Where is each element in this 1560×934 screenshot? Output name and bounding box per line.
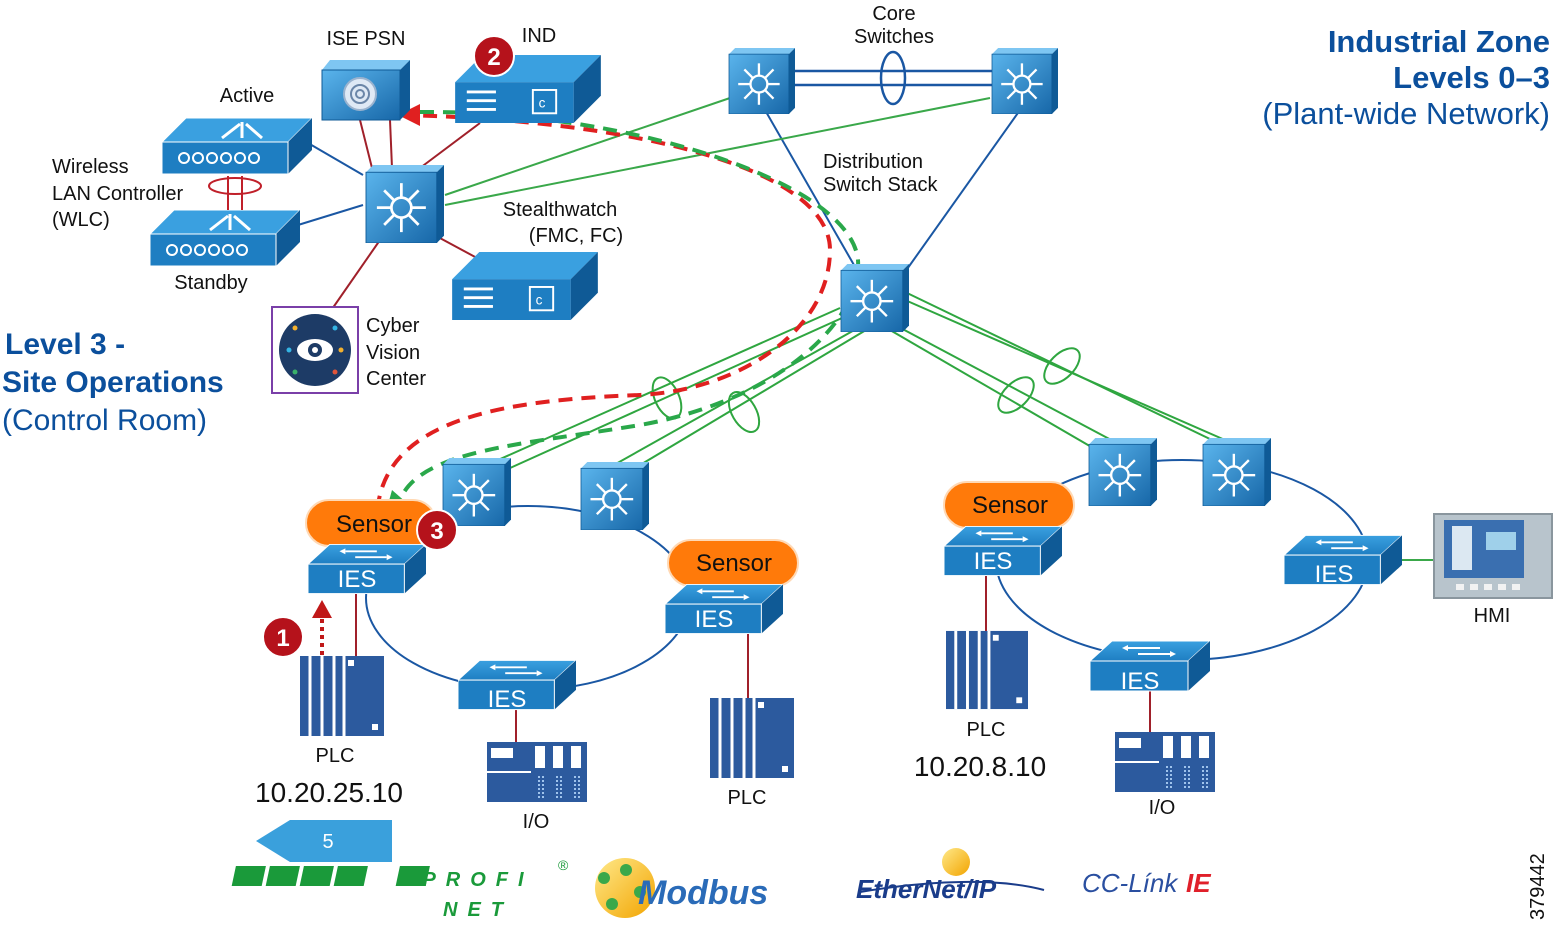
hmi-panel[interactable]: [1433, 513, 1553, 599]
ise-psn[interactable]: [321, 60, 410, 121]
back-arrow-button[interactable]: 5: [256, 820, 392, 862]
modbus-logo: Modbus: [595, 858, 768, 918]
plc-right[interactable]: [946, 630, 1028, 710]
svg-text:(Control Room): (Control Room): [2, 404, 207, 437]
cclink-ie-logo: CC-Línk IE: [1082, 868, 1211, 898]
svg-text:1: 1: [276, 625, 289, 652]
plc-middle-label: PLC: [728, 787, 767, 809]
active-label: Active: [220, 85, 274, 107]
svg-text:Sensor: Sensor: [336, 511, 412, 538]
svg-text:Sensor: Sensor: [972, 492, 1048, 519]
core-switch-left[interactable]: [727, 48, 797, 114]
step-badge-2: 2: [473, 35, 515, 77]
sensor-middle[interactable]: Sensor: [667, 539, 799, 587]
ethernetip-logo: EtherNet/IP: [856, 848, 1045, 904]
red-flow-path: [376, 113, 833, 506]
device-labels: ISE PSN IND Core Switches Active Wireles…: [52, 3, 1510, 833]
svg-text:5: 5: [322, 831, 333, 853]
wlc-label-1: Wireless: [52, 156, 129, 178]
ies-switch-right-bottom[interactable]: IES: [1090, 639, 1210, 695]
ring-switch-left-2[interactable]: [579, 462, 651, 530]
network-links: [208, 50, 1434, 746]
cyber-label-3: Center: [366, 368, 426, 390]
svg-text:3: 3: [430, 518, 443, 545]
svg-text:PROFI: PROFI: [422, 869, 533, 891]
figure-id: 379442: [1527, 853, 1549, 920]
svg-text:IE: IE: [1186, 868, 1211, 898]
cyber-vision-center[interactable]: [271, 306, 359, 394]
core-label-2: Switches: [854, 26, 934, 48]
svg-text:IES: IES: [974, 548, 1013, 575]
stealthwatch-appliance[interactable]: [452, 252, 598, 320]
wlc-standby[interactable]: [150, 210, 300, 266]
svg-text:Site Operations: Site Operations: [2, 366, 224, 399]
ring-switch-right-2[interactable]: [1201, 438, 1273, 506]
svg-text:2: 2: [487, 44, 500, 71]
level3-title: Level 3 - Site Operations (Control Room): [2, 328, 224, 437]
ies-switch-middle-right[interactable]: IES: [665, 584, 783, 634]
hmi-label: HMI: [1474, 605, 1511, 627]
ies-switch-left[interactable]: IES: [308, 544, 426, 594]
ies-switch-bottom-left[interactable]: IES: [458, 659, 576, 713]
ind-label: IND: [522, 25, 556, 47]
wlc-label-3: (WLC): [52, 209, 110, 231]
stealthwatch-label-2: (FMC, FC): [529, 225, 623, 247]
io-right-label: I/O: [1149, 797, 1176, 819]
svg-text:IES: IES: [338, 566, 377, 593]
standby-label: Standby: [174, 272, 247, 294]
distribution-switch-stack[interactable]: [839, 264, 911, 332]
svg-text:CC-Línk: CC-Línk: [1082, 868, 1179, 898]
svg-text:IES: IES: [695, 606, 734, 633]
distribution-label-1: Distribution: [823, 151, 923, 173]
svg-text:Level 3 -: Level 3 -: [5, 328, 125, 361]
svg-text:Modbus: Modbus: [638, 874, 768, 912]
core-switch-right[interactable]: [990, 48, 1060, 114]
step-badge-1: 1: [262, 616, 304, 658]
step-badge-3: 3: [416, 509, 458, 551]
plc-signal-arrow: [312, 600, 332, 655]
cyber-label-1: Cyber: [366, 315, 420, 337]
red-flow-arrowhead: [398, 104, 420, 126]
stealthwatch-label-1: Stealthwatch: [503, 199, 618, 221]
svg-text:IES: IES: [1315, 561, 1354, 588]
distribution-label-2: Switch Stack: [823, 174, 938, 196]
io-left[interactable]: [486, 742, 588, 802]
ring-switch-right-1[interactable]: [1087, 438, 1159, 506]
wlc-active[interactable]: [162, 118, 312, 174]
svg-text:(Plant-wide Network): (Plant-wide Network): [1262, 96, 1550, 131]
io-right[interactable]: [1114, 732, 1216, 792]
plc-left[interactable]: [300, 656, 384, 736]
plc-left-ip: 10.20.25.10: [255, 777, 403, 808]
industrial-zone-title: Industrial Zone Levels 0–3 (Plant-wide N…: [1262, 24, 1550, 131]
plc-middle[interactable]: [710, 698, 794, 778]
core-label-1: Core: [872, 3, 915, 25]
svg-text:EtherNet/IP: EtherNet/IP: [856, 874, 997, 904]
svg-text:Sensor: Sensor: [696, 550, 772, 577]
ies-switch-right-top[interactable]: IES: [944, 526, 1062, 576]
sensor-right[interactable]: Sensor: [943, 481, 1075, 529]
plc-right-ip: 10.20.8.10: [914, 751, 1046, 782]
wlc-label-2: LAN Controller: [52, 183, 184, 205]
svg-text:®: ®: [558, 857, 569, 873]
ies-switch-right-side[interactable]: IES: [1284, 534, 1402, 588]
svg-text:IES: IES: [1121, 668, 1160, 695]
cyber-label-2: Vision: [366, 342, 420, 364]
plc-right-label: PLC: [967, 719, 1006, 741]
ring-switch-left-1[interactable]: [441, 458, 513, 526]
plc-left-label: PLC: [316, 745, 355, 767]
sensor-left[interactable]: Sensor: [305, 499, 437, 547]
svg-text:Industrial Zone: Industrial Zone: [1328, 24, 1550, 59]
io-left-label: I/O: [523, 811, 550, 833]
profinet-logo: PROFI NET ®: [231, 857, 569, 921]
svg-text:Levels 0–3: Levels 0–3: [1393, 60, 1550, 95]
control-room-switch[interactable]: [364, 165, 446, 243]
svg-text:IES: IES: [488, 686, 527, 713]
green-flow-path: [398, 109, 861, 501]
svg-text:NET: NET: [443, 899, 513, 921]
ise-psn-label: ISE PSN: [327, 28, 406, 50]
